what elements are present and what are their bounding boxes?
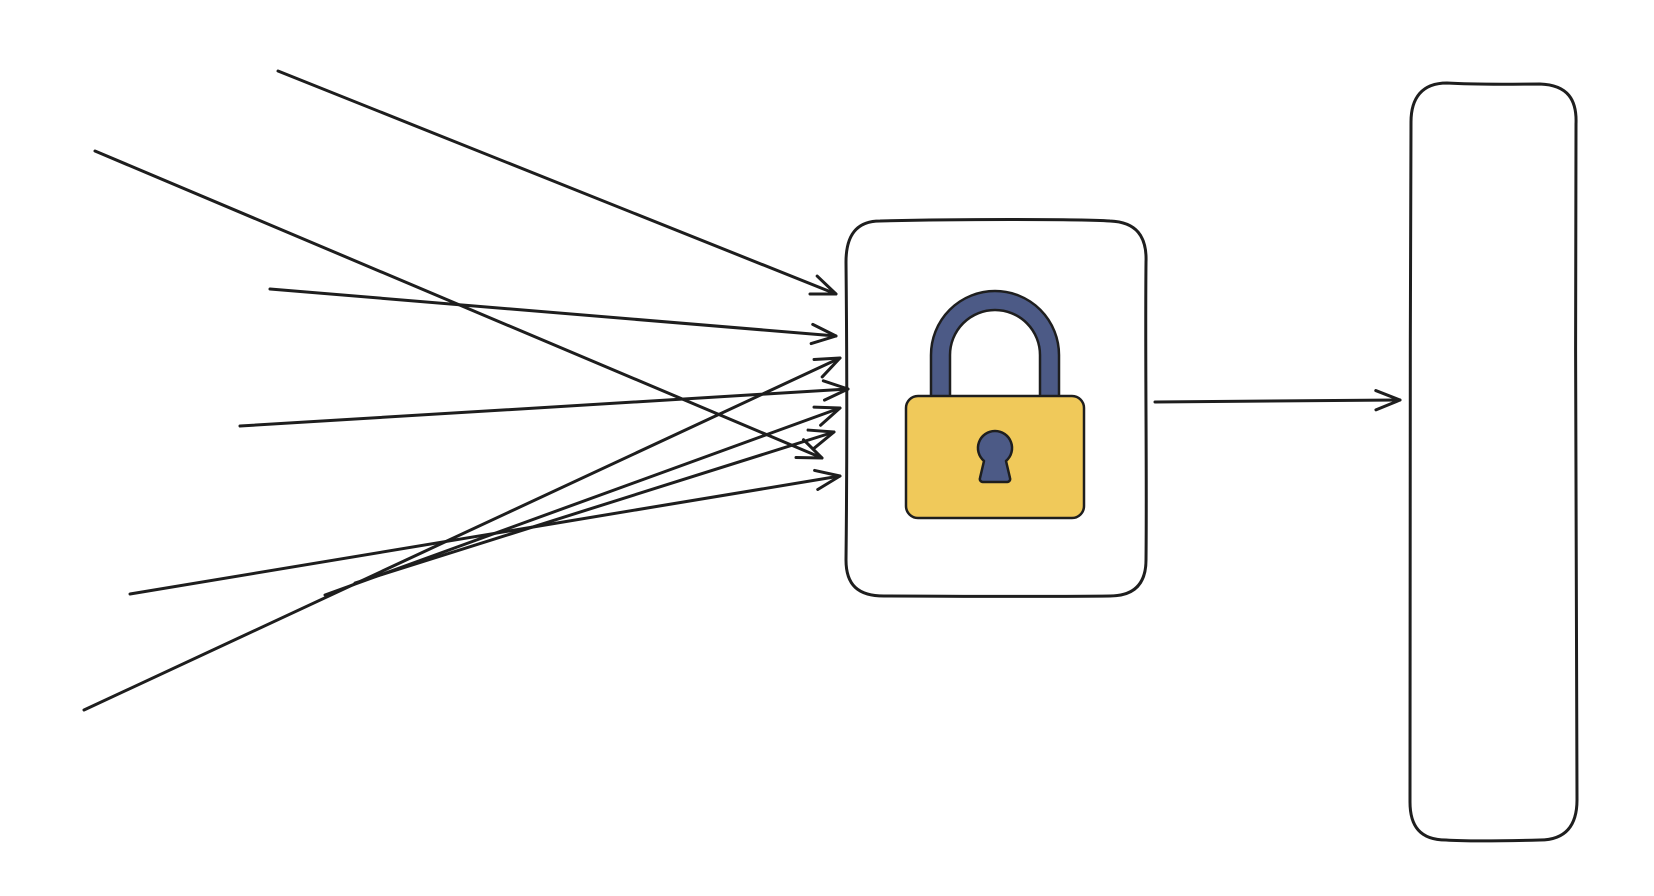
shackle [929, 289, 1061, 400]
tall-box [1408, 81, 1579, 843]
incoming-arrow-8 [353, 428, 836, 585]
arrowhead [1374, 389, 1402, 412]
keyhole-icon [976, 429, 1014, 484]
arrow-line [1153, 398, 1402, 404]
arrowhead [812, 405, 842, 427]
arrow-line [353, 430, 836, 585]
arrowhead [821, 379, 850, 402]
arrow-line [238, 387, 850, 428]
outgoing-arrow-line [1153, 389, 1402, 412]
arrowhead [812, 356, 842, 379]
incoming-arrows [82, 69, 850, 712]
arrowhead [809, 322, 838, 346]
incoming-arrow-6 [82, 356, 842, 712]
arrowhead [806, 428, 836, 450]
outgoing-arrow [1153, 389, 1402, 412]
arrow-line [128, 474, 842, 596]
arrow-line [82, 356, 842, 712]
arrowhead [794, 438, 824, 460]
incoming-arrow-5 [128, 468, 842, 596]
arrowhead [808, 274, 838, 296]
arrow-line [276, 69, 838, 296]
lock-box [844, 218, 1148, 598]
incoming-arrow-3 [268, 287, 838, 346]
arrow-line [268, 287, 838, 338]
padlock-icon [904, 289, 1086, 520]
incoming-arrow-1 [276, 69, 838, 296]
incoming-arrow-4 [238, 379, 850, 428]
arrowhead [813, 468, 842, 491]
